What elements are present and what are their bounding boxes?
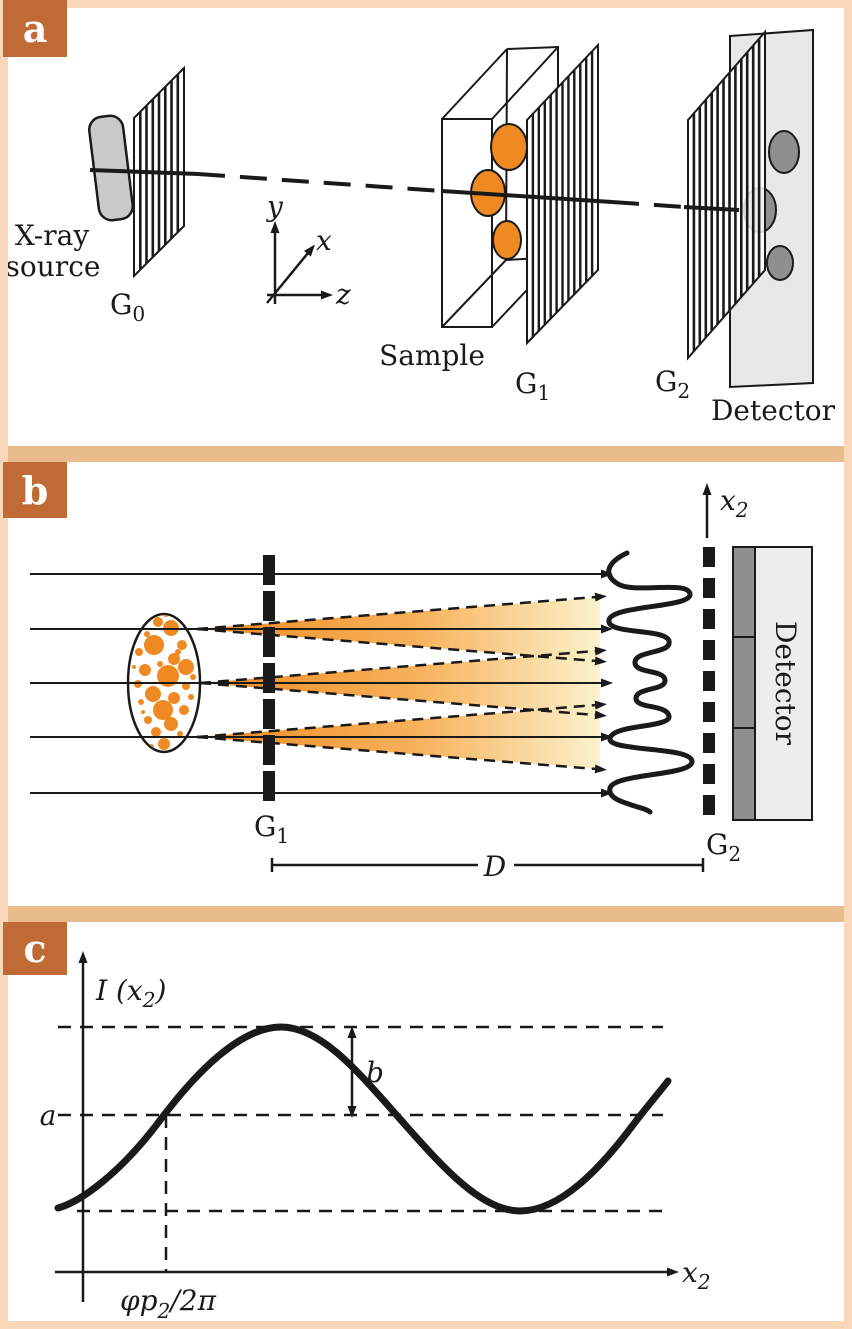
axis-x-label: x [316,224,332,257]
detector-label-b: Detector [769,621,802,746]
amplitude-label: b [366,1056,384,1089]
grating-g2-bars [703,547,715,815]
grating-g1-bars [263,555,275,801]
panel-b-tag: b [3,462,67,518]
axis-y-label: y [265,190,284,223]
g1-label: G1 [515,367,550,405]
x-axis-label-c: x2 [682,1256,711,1294]
reference-dashed-lines [58,1025,663,1272]
sample-speckled [126,612,202,754]
g2-label: G2 [655,365,690,403]
panel-a-drawing: y x z X-ray source G0 Sample G1 G2 Detec… [8,28,836,427]
xray-source-label-line2: source [8,250,100,283]
intensity-curve [54,1023,672,1215]
g0-label: G0 [110,288,145,326]
coordinate-axes [266,221,333,304]
x2-axis-label-b: x2 [720,484,749,522]
intensity-wave [606,550,695,815]
grating-g2 [687,29,766,361]
xray-source-label-line1: X-ray [15,219,89,252]
panel-b: x2 Detector G2 G1 D [8,462,844,906]
grating-g1 [526,42,599,346]
panel-separator [8,446,844,462]
fan-edges [196,592,607,774]
y-axis-label: I (x2) [95,974,166,1012]
panel-a: y x z X-ray source G0 Sample G1 G2 Detec… [8,8,844,446]
detector-pixel-strip [732,546,756,821]
sample-speckles [132,615,196,750]
detector-b: Detector [732,546,813,821]
distance-label: D [483,850,506,883]
xray-source-shape [88,114,134,222]
panel-c-plot: I (x2) a b φp2/2π x2 [40,951,711,1321]
panel-c-tag: c [3,922,67,975]
g1-label-b: G1 [254,810,289,848]
sample-label: Sample [379,339,485,372]
detector-label-a: Detector [711,394,836,427]
offset-label: a [40,1099,57,1132]
phase-label: φp2/2π [120,1284,217,1321]
beam-lines [30,569,613,798]
panel-b-drawing: x2 Detector G2 G1 D [30,483,813,883]
plot-axes [55,951,679,1302]
panel-separator [8,906,844,922]
panel-c: I (x2) a b φp2/2π x2 [8,922,844,1321]
axis-z-label: z [335,278,351,311]
panel-a-tag: a [3,0,67,57]
beam-axis [89,168,740,212]
g2-label-b: G2 [706,828,741,866]
distance-dimension [270,858,705,872]
